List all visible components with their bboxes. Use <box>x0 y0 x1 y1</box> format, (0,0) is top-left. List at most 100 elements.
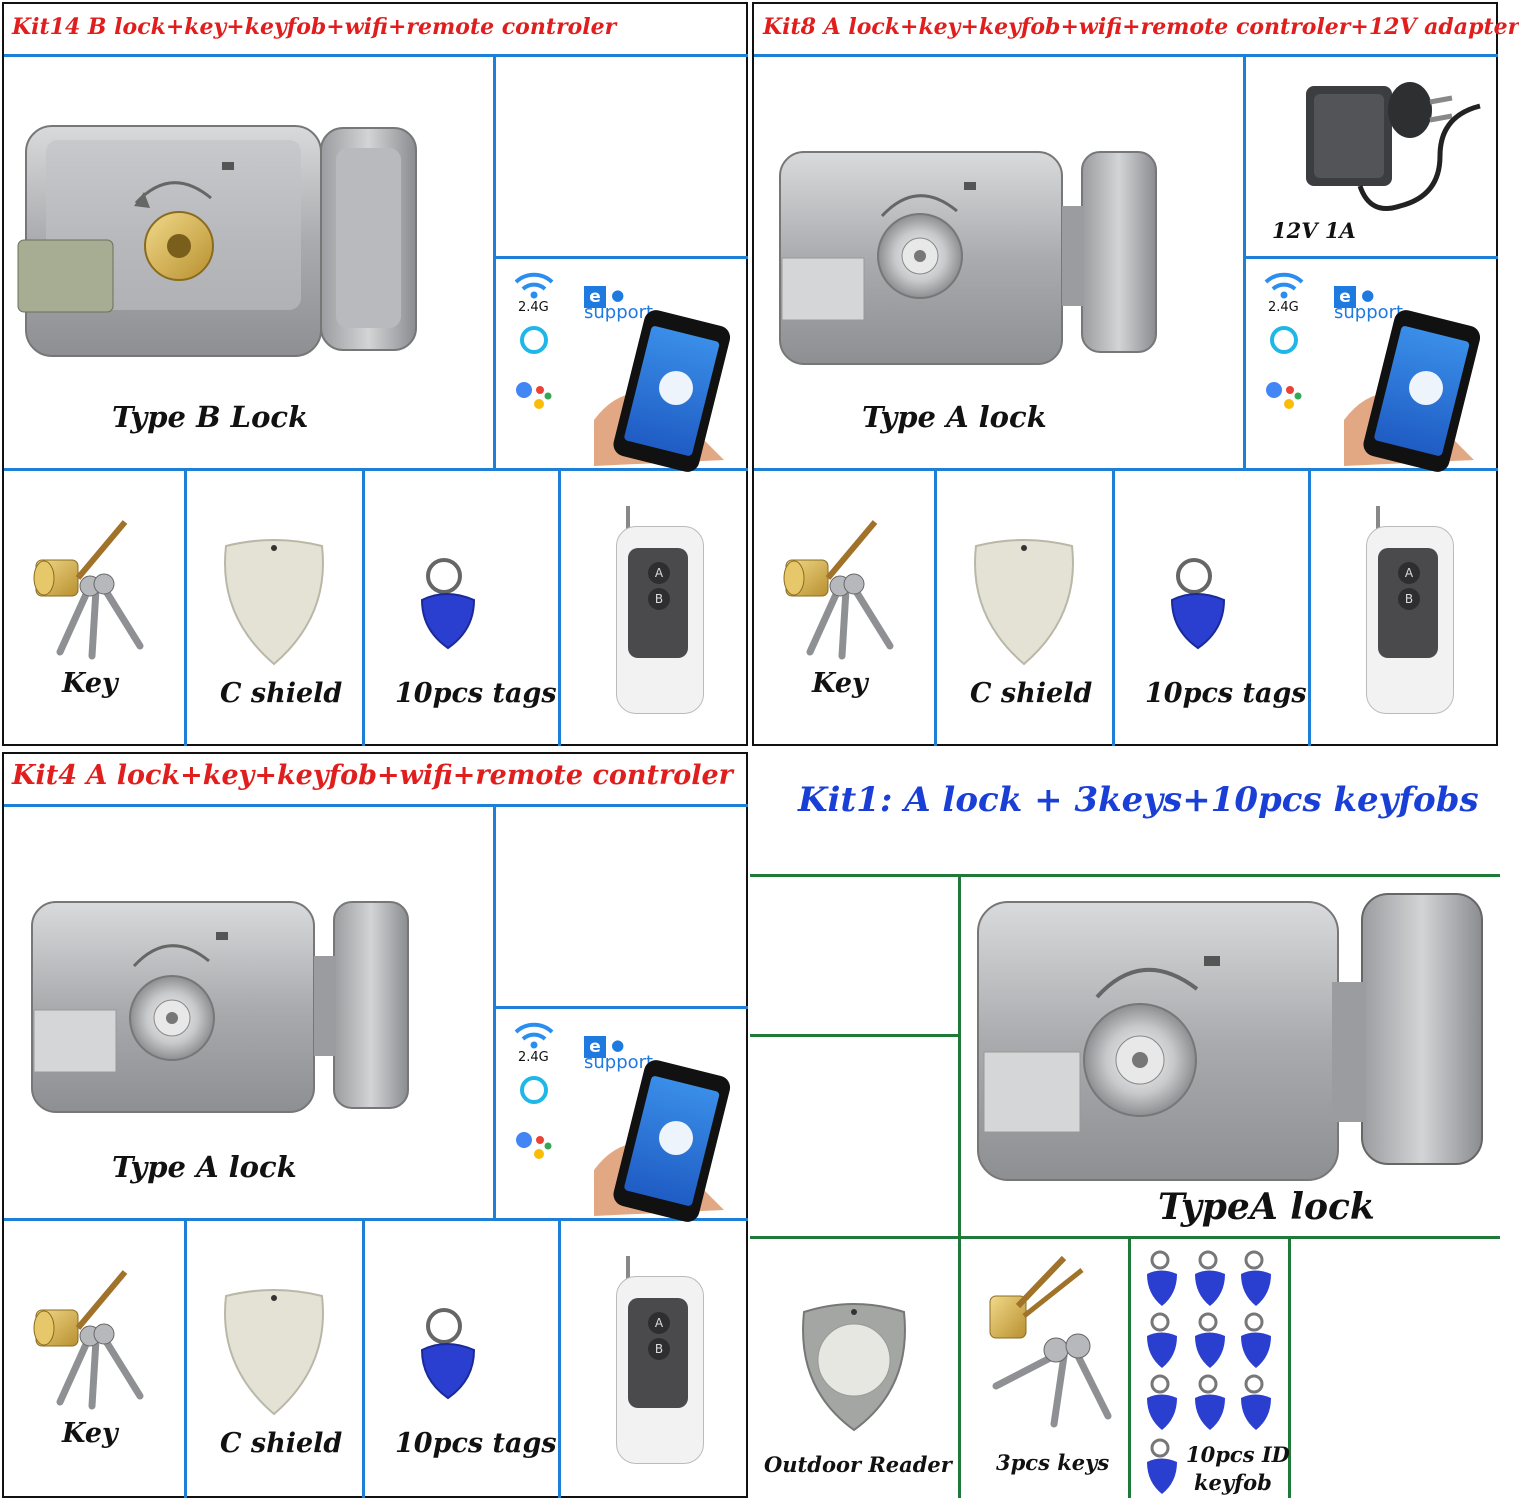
remote-button-b: B <box>1398 588 1420 610</box>
divider <box>4 54 748 57</box>
item-label-10pcs-tags: 10pcs tags <box>1145 678 1307 709</box>
wifi-app-panel: 2.4G e ● support <box>1248 262 1496 472</box>
keyfob-tag-icon <box>1195 1374 1225 1430</box>
esupport-brand-label: support <box>584 1052 654 1073</box>
divider <box>495 1006 748 1009</box>
wifi-icon <box>514 272 554 299</box>
remote-antenna <box>1376 506 1380 530</box>
item-label-key: Key <box>62 1418 118 1449</box>
type-b-lock-image <box>17 125 417 357</box>
divider <box>750 874 1500 877</box>
keyfob-tag-icon <box>1195 1312 1225 1368</box>
type-a-lock-image <box>31 901 409 1113</box>
remote-controller-image: A B <box>616 506 704 714</box>
keyfob-tag-image <box>1170 558 1226 650</box>
remote-antenna <box>626 1256 630 1280</box>
item-label-c-shield: C shield <box>970 678 1093 709</box>
divider <box>1308 470 1311 746</box>
c-shield-reader-image <box>224 1289 324 1416</box>
divider <box>754 54 1498 57</box>
google-assistant-icon <box>516 1132 552 1159</box>
esupport-logo: e ● support <box>584 1036 653 1073</box>
item-label-outdoor-reader: Outdoor Reader <box>764 1452 952 1477</box>
c-shield-reader-image <box>974 539 1074 666</box>
item-label-10pcs-tags: 10pcs tags <box>395 1428 557 1459</box>
divider <box>495 256 748 259</box>
item-label-10pcs-tags: 10pcs tags <box>395 678 557 709</box>
keyfob-grid <box>1140 1244 1286 1498</box>
item-label-10pcs-id: 10pcs ID <box>1186 1442 1290 1467</box>
phone-in-hand-image <box>594 1060 731 1222</box>
divider <box>4 468 748 471</box>
divider <box>4 804 748 807</box>
divider <box>4 1218 748 1221</box>
typea-lock-label: TypeA lock <box>1158 1186 1375 1228</box>
divider <box>493 806 496 1218</box>
item-label-key: Key <box>62 668 118 699</box>
divider <box>362 470 365 746</box>
wifi-icon <box>514 1022 554 1049</box>
key-cylinder-image <box>783 520 894 660</box>
keyfob-tag-icon <box>1241 1312 1271 1368</box>
esupport-dots: ● <box>1361 286 1375 304</box>
divider <box>1128 1238 1131 1498</box>
kit8-panel <box>752 2 1498 746</box>
item-label-keyfob: keyfob <box>1194 1470 1272 1495</box>
keyfob-tag-icon <box>1147 1374 1177 1430</box>
c-shield-reader-image <box>224 539 324 666</box>
esupport-logo-mark: e <box>584 1036 606 1058</box>
outdoor-reader-image <box>802 1303 906 1432</box>
type-a-lock-image <box>779 151 1157 365</box>
divider <box>750 1236 1500 1239</box>
phone-in-hand-image <box>1344 310 1481 472</box>
esupport-brand-label: support <box>584 302 654 323</box>
item-label-c-shield: C shield <box>220 678 343 709</box>
esupport-logo-mark: e <box>1334 286 1356 308</box>
wifi-band-label: 2.4G <box>518 300 549 315</box>
wifi-band-label: 2.4G <box>1268 300 1299 315</box>
wifi-app-panel: 2.4G e ● support <box>498 262 746 472</box>
esupport-logo: e ● support <box>584 286 653 323</box>
remote-antenna <box>626 506 630 530</box>
divider <box>750 1034 958 1037</box>
divider <box>1245 256 1498 259</box>
remote-button-b: B <box>648 588 670 610</box>
keyfob-tag-image <box>420 1308 476 1400</box>
key-cylinder-image <box>33 1270 144 1410</box>
alexa-icon <box>1270 326 1298 354</box>
type-b-lock-label: Type B Lock <box>112 400 309 434</box>
esupport-dots: ● <box>611 286 625 304</box>
wifi-app-panel: 2.4G e ● support <box>498 1012 746 1222</box>
divider <box>1112 470 1115 746</box>
power-adapter-image <box>1306 82 1481 211</box>
divider <box>934 470 937 746</box>
wifi-band-label: 2.4G <box>518 1050 549 1065</box>
remote-button-a: A <box>1398 562 1420 584</box>
google-assistant-icon <box>516 382 552 409</box>
keyfob-tag-icon <box>1147 1250 1177 1306</box>
keyfob-tag-icon <box>1147 1438 1177 1494</box>
divider <box>1288 1238 1291 1498</box>
keyfob-tag-icon <box>1241 1250 1271 1306</box>
alexa-icon <box>520 326 548 354</box>
keyfob-tag-image <box>420 558 476 650</box>
divider <box>558 1220 561 1498</box>
item-label-key: Key <box>812 668 868 699</box>
alexa-icon <box>520 1076 548 1104</box>
kit4-title: Kit4 A lock+key+keyfob+wifi+remote contr… <box>12 760 733 791</box>
key-cylinder-image <box>33 520 144 660</box>
esupport-logo: e ● support <box>1334 286 1403 323</box>
keyfob-tag-icon <box>1241 1374 1271 1430</box>
divider <box>184 1220 187 1498</box>
type-a-lock-label: Type A lock <box>862 400 1047 434</box>
adapter-label: 12V 1A <box>1272 218 1356 243</box>
kit1-title: Kit1: A lock + 3keys+10pcs keyfobs <box>798 780 1479 820</box>
divider <box>362 1220 365 1498</box>
kit14-title: Kit14 B lock+key+keyfob+wifi+remote cont… <box>12 14 617 40</box>
item-label-c-shield: C shield <box>220 1428 343 1459</box>
divider <box>754 468 1498 471</box>
kit8-title: Kit8 A lock+key+keyfob+wifi+remote contr… <box>763 14 1519 40</box>
kit14-panel <box>2 2 748 746</box>
keyfob-tag-icon <box>1195 1250 1225 1306</box>
esupport-logo-mark: e <box>584 286 606 308</box>
